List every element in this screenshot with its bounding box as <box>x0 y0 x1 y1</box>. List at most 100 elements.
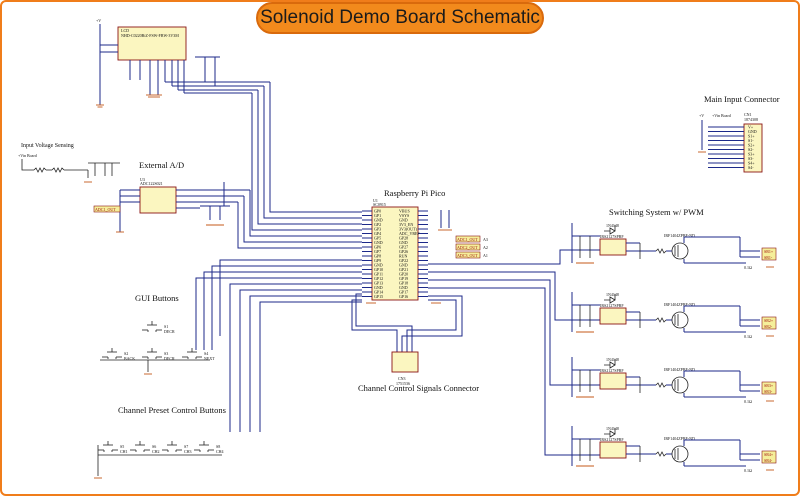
cn1-pin: GND <box>748 129 757 134</box>
load-plus: SR4+ <box>764 452 774 457</box>
cn1-pin: V+ <box>748 125 754 130</box>
pico-left-pin: GND <box>374 285 383 290</box>
pico-adc3-tag <box>455 251 481 259</box>
pico-right-pin: 3V3(OUT) <box>399 227 417 232</box>
button-ref: S4 <box>204 351 208 356</box>
button-label: CH2 <box>152 449 160 454</box>
mosfet-part: IRF1404ZPBF-ND <box>664 302 695 307</box>
pico-right-pin: 3V3_EN <box>399 222 413 227</box>
adc-out-net: ADC1_OUT <box>95 207 116 212</box>
lcd-part-label: NHD-C0220BiZ-FSW-FBW-3V3M <box>121 33 179 38</box>
cn1-pin: S3- <box>748 156 754 161</box>
button-label: CH1 <box>120 449 128 454</box>
preset-gnd <box>94 445 222 479</box>
pico-left-pin: GP2 <box>374 222 381 227</box>
pico-chip <box>371 206 419 301</box>
lcd-chip <box>117 26 187 61</box>
external-ad-block: U3 ADC122S021 ADC1_OUT <box>93 177 362 249</box>
vin-label: +Vin Board <box>18 153 37 158</box>
button-label: CH4 <box>216 449 224 454</box>
pico-a1-label: A1 <box>483 253 488 258</box>
cn1-chip <box>743 123 763 173</box>
button-ref: S2 <box>124 351 128 356</box>
lcd-block: +V LCD NHD-C0220BiZ-FSW-FBW-3V3M <box>96 18 270 108</box>
button-bus <box>195 259 362 432</box>
pico-left-pin: GP8 <box>374 254 381 259</box>
cn1-pin: S2+ <box>748 143 755 148</box>
driver-part: IRS2127SPBF <box>600 303 624 308</box>
pico-left-pin: GP12 <box>374 276 383 281</box>
pico-left-pin: GND <box>374 218 383 223</box>
cn1-vin-label: +Vin Board <box>712 113 731 118</box>
pico-left-pin: GP6 <box>374 245 381 250</box>
load-plus: SR2+ <box>764 318 774 323</box>
cn1-pin: S1- <box>748 138 754 143</box>
lcd-vplus-label: +V <box>96 18 101 23</box>
driver-chip <box>599 372 627 390</box>
pico-right-pin: VSYS <box>399 213 409 218</box>
pico-right-pin: GND <box>399 263 408 268</box>
mosfet-part: IRF1404ZPBF-ND <box>664 367 695 372</box>
load-plus: SR1+ <box>764 249 774 254</box>
cn1-pin: S2- <box>748 147 754 152</box>
load-minus: SR1- <box>764 255 773 260</box>
button-ref: S8 <box>216 444 220 449</box>
load-tag <box>761 450 777 464</box>
pico-left-pin: GP7 <box>374 249 381 254</box>
pico-right-pin: ADC_VREF <box>399 231 420 236</box>
pico-left-pin: GP0 <box>374 209 381 214</box>
preset-buttons-title: Channel Preset Control Buttons <box>118 405 226 415</box>
pico-left-pin: GP13 <box>374 281 383 286</box>
pico-right-pin: GP16 <box>399 294 408 299</box>
adc-chip <box>139 186 177 214</box>
pico-right-pins: VBUSVSYSGND3V3_EN3V3(OUT)ADC_VREFGP28GND… <box>399 209 428 299</box>
cn1-block: CN1 1874308 +V +Vin Board V+GNDS1+S1-S2+… <box>698 112 763 173</box>
pico-right-pin: GP22 <box>399 258 408 263</box>
pico-adc2-tag <box>455 243 481 251</box>
button-ref: S5 <box>120 444 124 449</box>
pico-left-pins: GP0GP1GNDGP2GP3GP4GP5GNDGP6GP7GP8GP9GNDG… <box>362 209 383 299</box>
pico-left-pin: GP11 <box>374 272 383 277</box>
pico-right-pin: GP26 <box>399 249 408 254</box>
button-label: BACK <box>124 356 135 361</box>
mosfet-icon <box>671 445 689 463</box>
driver-part: IRS2127SPBF <box>600 234 624 239</box>
diode-label: 1N4148 <box>606 426 619 431</box>
pico-right-pin: GND <box>399 240 408 245</box>
button-label: DECR <box>164 356 175 361</box>
pico-right-pin: GP28 <box>399 236 408 241</box>
mosfet-part: IRF1404ZPBF-ND <box>664 233 695 238</box>
shunt-label: 0.1Ω <box>744 468 752 473</box>
gui-gnd <box>100 359 210 375</box>
load-tag <box>761 381 777 395</box>
cn1-pin: S4- <box>748 165 754 170</box>
shunt-label: 0.1Ω <box>744 334 752 339</box>
mosfet-part: IRF1404ZPBF-ND <box>664 436 695 441</box>
title-banner: Solenoid Demo Board Schematic <box>256 2 544 34</box>
pico-left-pin: GP1 <box>374 213 381 218</box>
shunt-label: 0.1Ω <box>744 399 752 404</box>
load-minus: SR3- <box>764 389 773 394</box>
pico-right-pin: GP19 <box>399 276 408 281</box>
driver-part: IRS2127SPBF <box>600 368 624 373</box>
pico-adc3-net: ADC3_OUT <box>457 253 478 258</box>
pico-title: Raspberry Pi Pico <box>384 188 445 198</box>
load-plus: SR3+ <box>764 383 774 388</box>
load-tag <box>761 316 777 330</box>
pico-right-pin: RUN <box>399 254 408 259</box>
adc-ref-label: U3 <box>140 177 145 182</box>
pico-right-pin: GP21 <box>399 267 408 272</box>
